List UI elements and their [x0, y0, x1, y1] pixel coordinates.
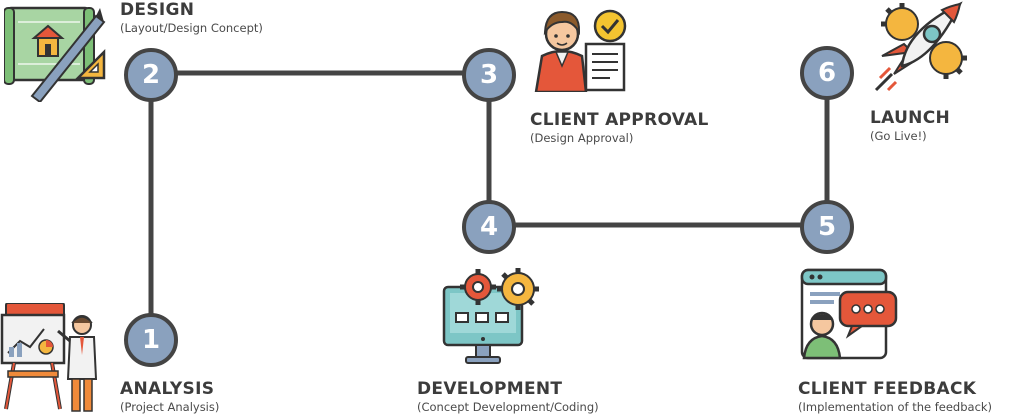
step-1-number: 1	[141, 325, 161, 355]
step-5-number: 5	[817, 212, 837, 242]
step-4-subtitle: (Concept Development/Coding)	[417, 400, 599, 414]
step-6-node: 6	[800, 46, 854, 100]
step-4-number: 4	[479, 212, 499, 242]
feedback-chat-icon	[800, 268, 898, 360]
step-2-number: 2	[141, 60, 161, 90]
rocket-icon	[874, 1, 967, 92]
step-3-title: CLIENT APPROVAL	[530, 110, 709, 130]
blueprint-icon	[4, 6, 106, 102]
step-2-title: DESIGN	[120, 0, 195, 20]
step-2-node: 2	[124, 48, 178, 102]
presentation-board-icon	[0, 303, 98, 412]
step-4-title: DEVELOPMENT	[417, 379, 563, 399]
step-6-subtitle: (Go Live!)	[870, 129, 927, 143]
step-1-title: ANALYSIS	[120, 379, 215, 399]
step-2-subtitle: (Layout/Design Concept)	[120, 21, 263, 35]
step-6-number: 6	[817, 58, 837, 88]
step-5-subtitle: (Implementation of the feedback)	[798, 400, 993, 414]
step-3-subtitle: (Design Approval)	[530, 131, 634, 145]
step-5-title: CLIENT FEEDBACK	[798, 379, 977, 399]
step-3-node: 3	[462, 48, 516, 102]
step-4-node: 4	[462, 200, 516, 254]
step-6-title: LAUNCH	[870, 108, 951, 128]
computer-gears-icon	[442, 268, 539, 364]
step-5-node: 5	[800, 200, 854, 254]
step-1-node: 1	[124, 313, 178, 367]
step-3-number: 3	[479, 60, 499, 90]
approval-person-icon	[534, 9, 627, 92]
step-1-subtitle: (Project Analysis)	[120, 400, 220, 414]
